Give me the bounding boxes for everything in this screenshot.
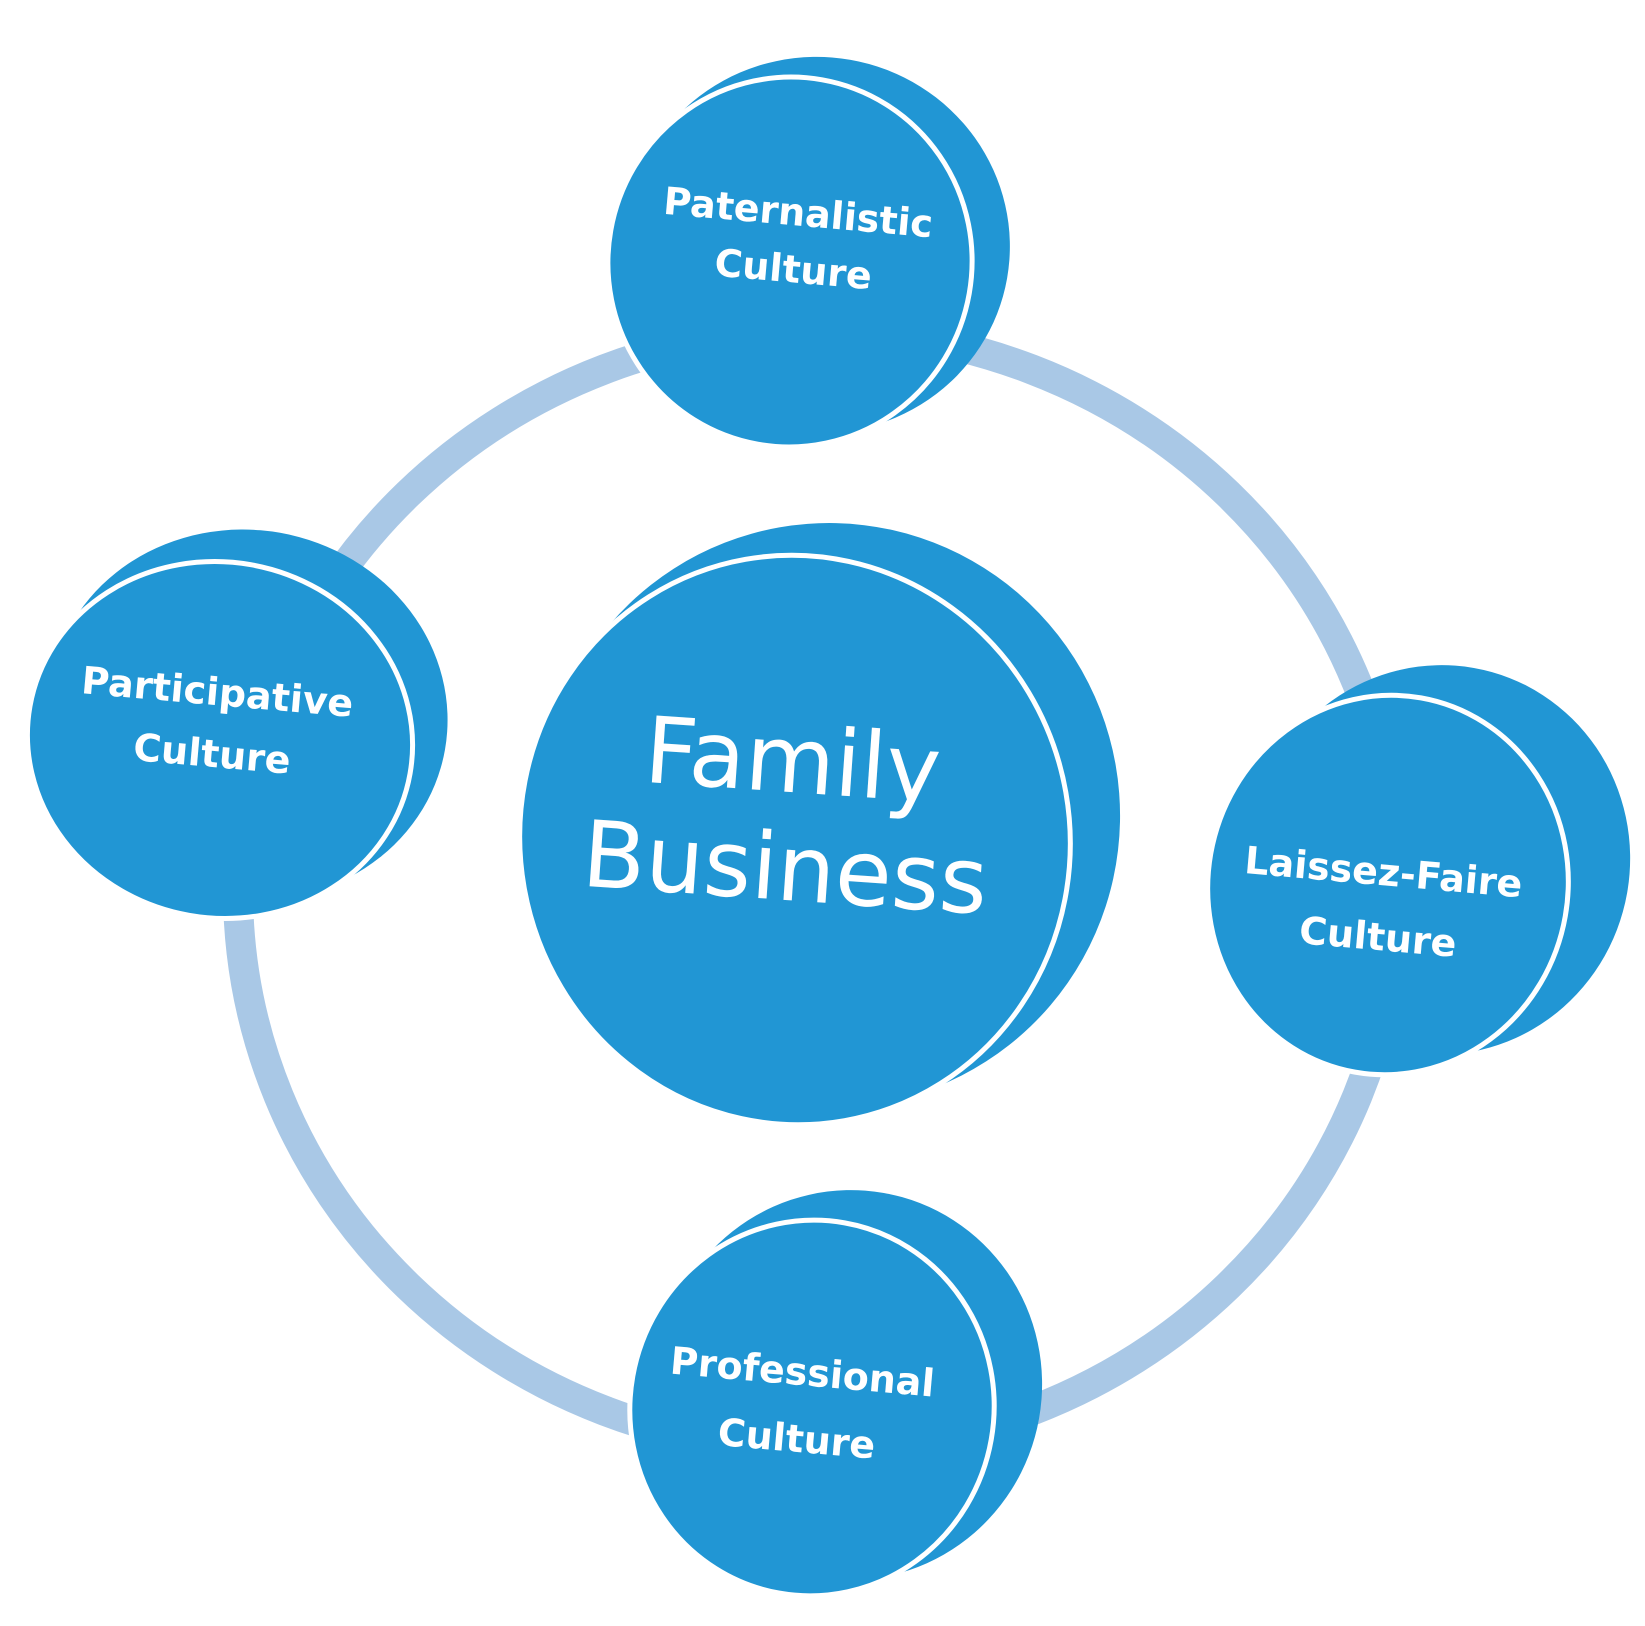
node-face [627, 1217, 997, 1599]
center-node-face [517, 552, 1073, 1128]
node-face [24, 559, 416, 921]
node-paternalistic-culture: Paternalistic Culture [605, 56, 1010, 450]
node-participative-culture: Participative Culture [24, 529, 448, 921]
node-professional-culture: Professional Culture [627, 1190, 1043, 1599]
center-node-family-business: Family Business [517, 523, 1121, 1128]
node-face [1205, 692, 1571, 1078]
node-face [605, 74, 975, 450]
center-label-line1: Family [641, 697, 944, 824]
node-laissez-faire-culture: Laissez-Faire Culture [1205, 665, 1631, 1078]
